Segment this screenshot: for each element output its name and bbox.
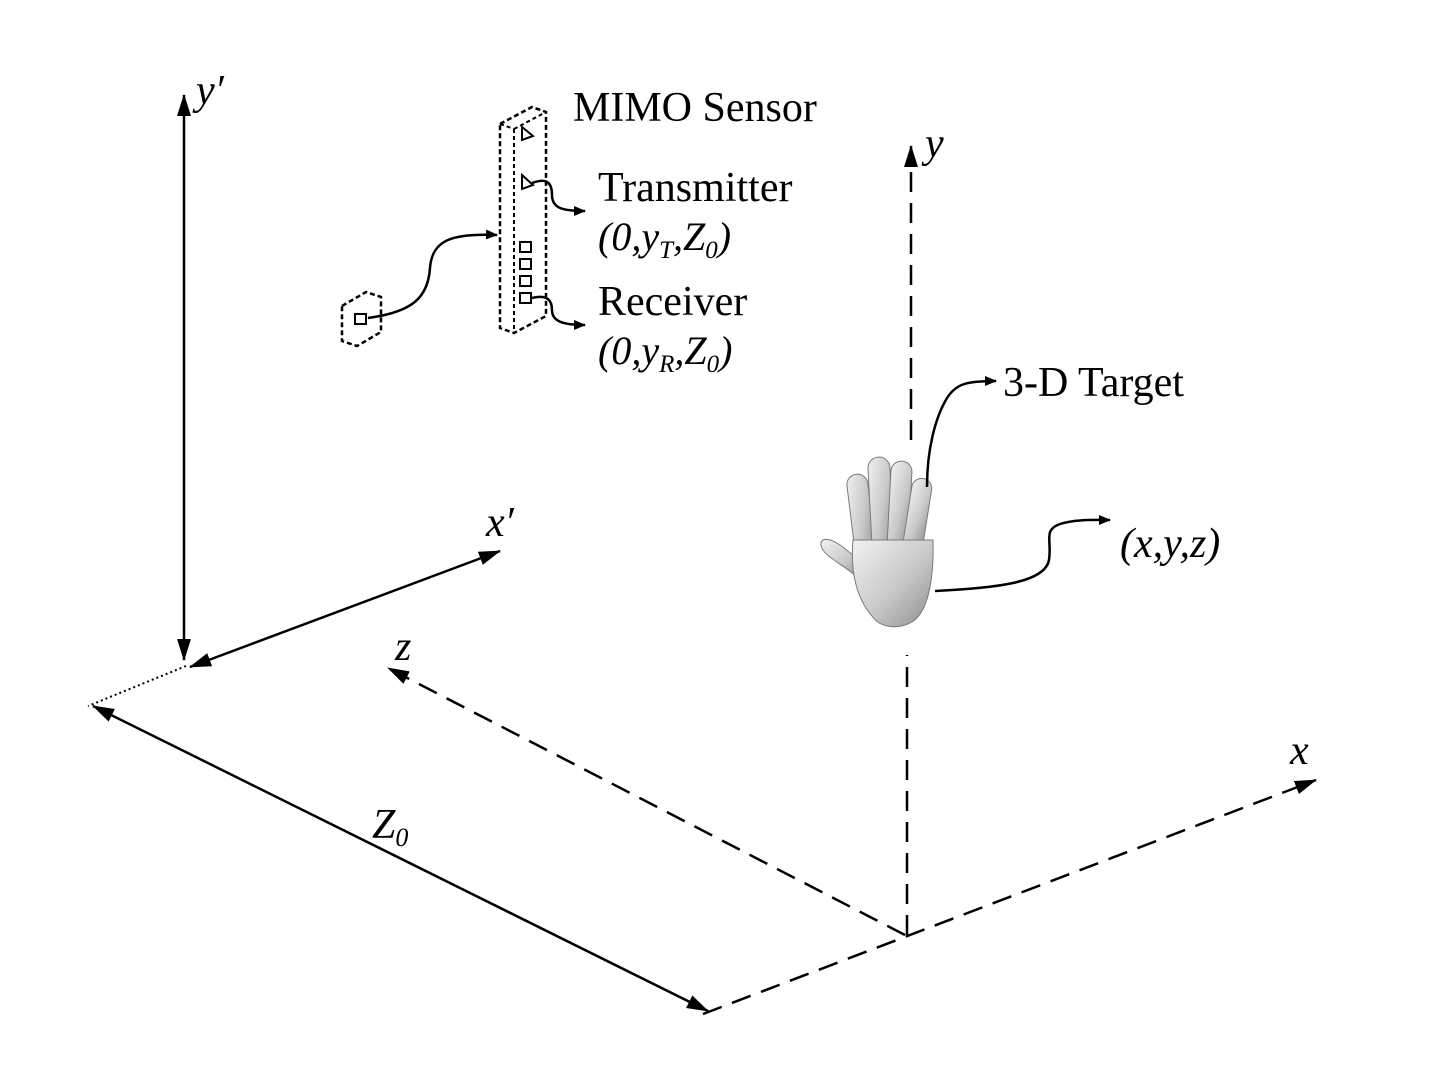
y-prime-axis-label: y′ — [192, 68, 225, 114]
coordinate-pointer-arrow — [934, 514, 1111, 593]
world-z-axis-label: z — [394, 624, 411, 670]
transmitter-antenna-icon — [521, 124, 535, 142]
receiver-pointer-arrow — [531, 295, 586, 330]
sensor-chip-icon — [340, 290, 383, 348]
x-prime-axis-label: x′ — [485, 500, 515, 546]
target-coordinates: (x,y,z) — [1120, 521, 1220, 567]
transmitter-pointer-arrow — [531, 179, 586, 216]
target-label: 3-D Target — [1003, 360, 1184, 406]
transmitter-coordinates: (0,yT,Z0) — [598, 214, 731, 264]
mimo-sensor-board — [498, 105, 548, 335]
hand-target-icon — [820, 456, 934, 628]
transmitter-antenna-icon — [521, 172, 535, 191]
z0-distance-arrow — [92, 704, 709, 1013]
world-z-axis — [387, 666, 906, 937]
receiver-coordinates: (0,yR,Z0) — [598, 328, 732, 378]
x-prime-axis — [189, 549, 501, 669]
z0-baseline-dotted — [87, 665, 187, 707]
world-x-axis-label: x — [1289, 728, 1309, 774]
world-y-axis-label: y — [921, 121, 944, 167]
mimo-sensor-title: MIMO Sensor — [573, 85, 817, 131]
receiver-antenna-icon — [519, 258, 532, 270]
chip-to-board-arrow — [367, 229, 498, 320]
transmitter-label: Transmitter — [598, 165, 792, 211]
receiver-label: Receiver — [598, 279, 747, 325]
receiver-antenna-icon — [519, 275, 532, 287]
world-x-axis — [702, 778, 1317, 1016]
receiver-antenna-icon — [519, 292, 532, 304]
z0-distance-label: Z0 — [372, 802, 408, 852]
receiver-antenna-icon — [519, 241, 532, 253]
target-pointer-arrow — [925, 376, 997, 488]
